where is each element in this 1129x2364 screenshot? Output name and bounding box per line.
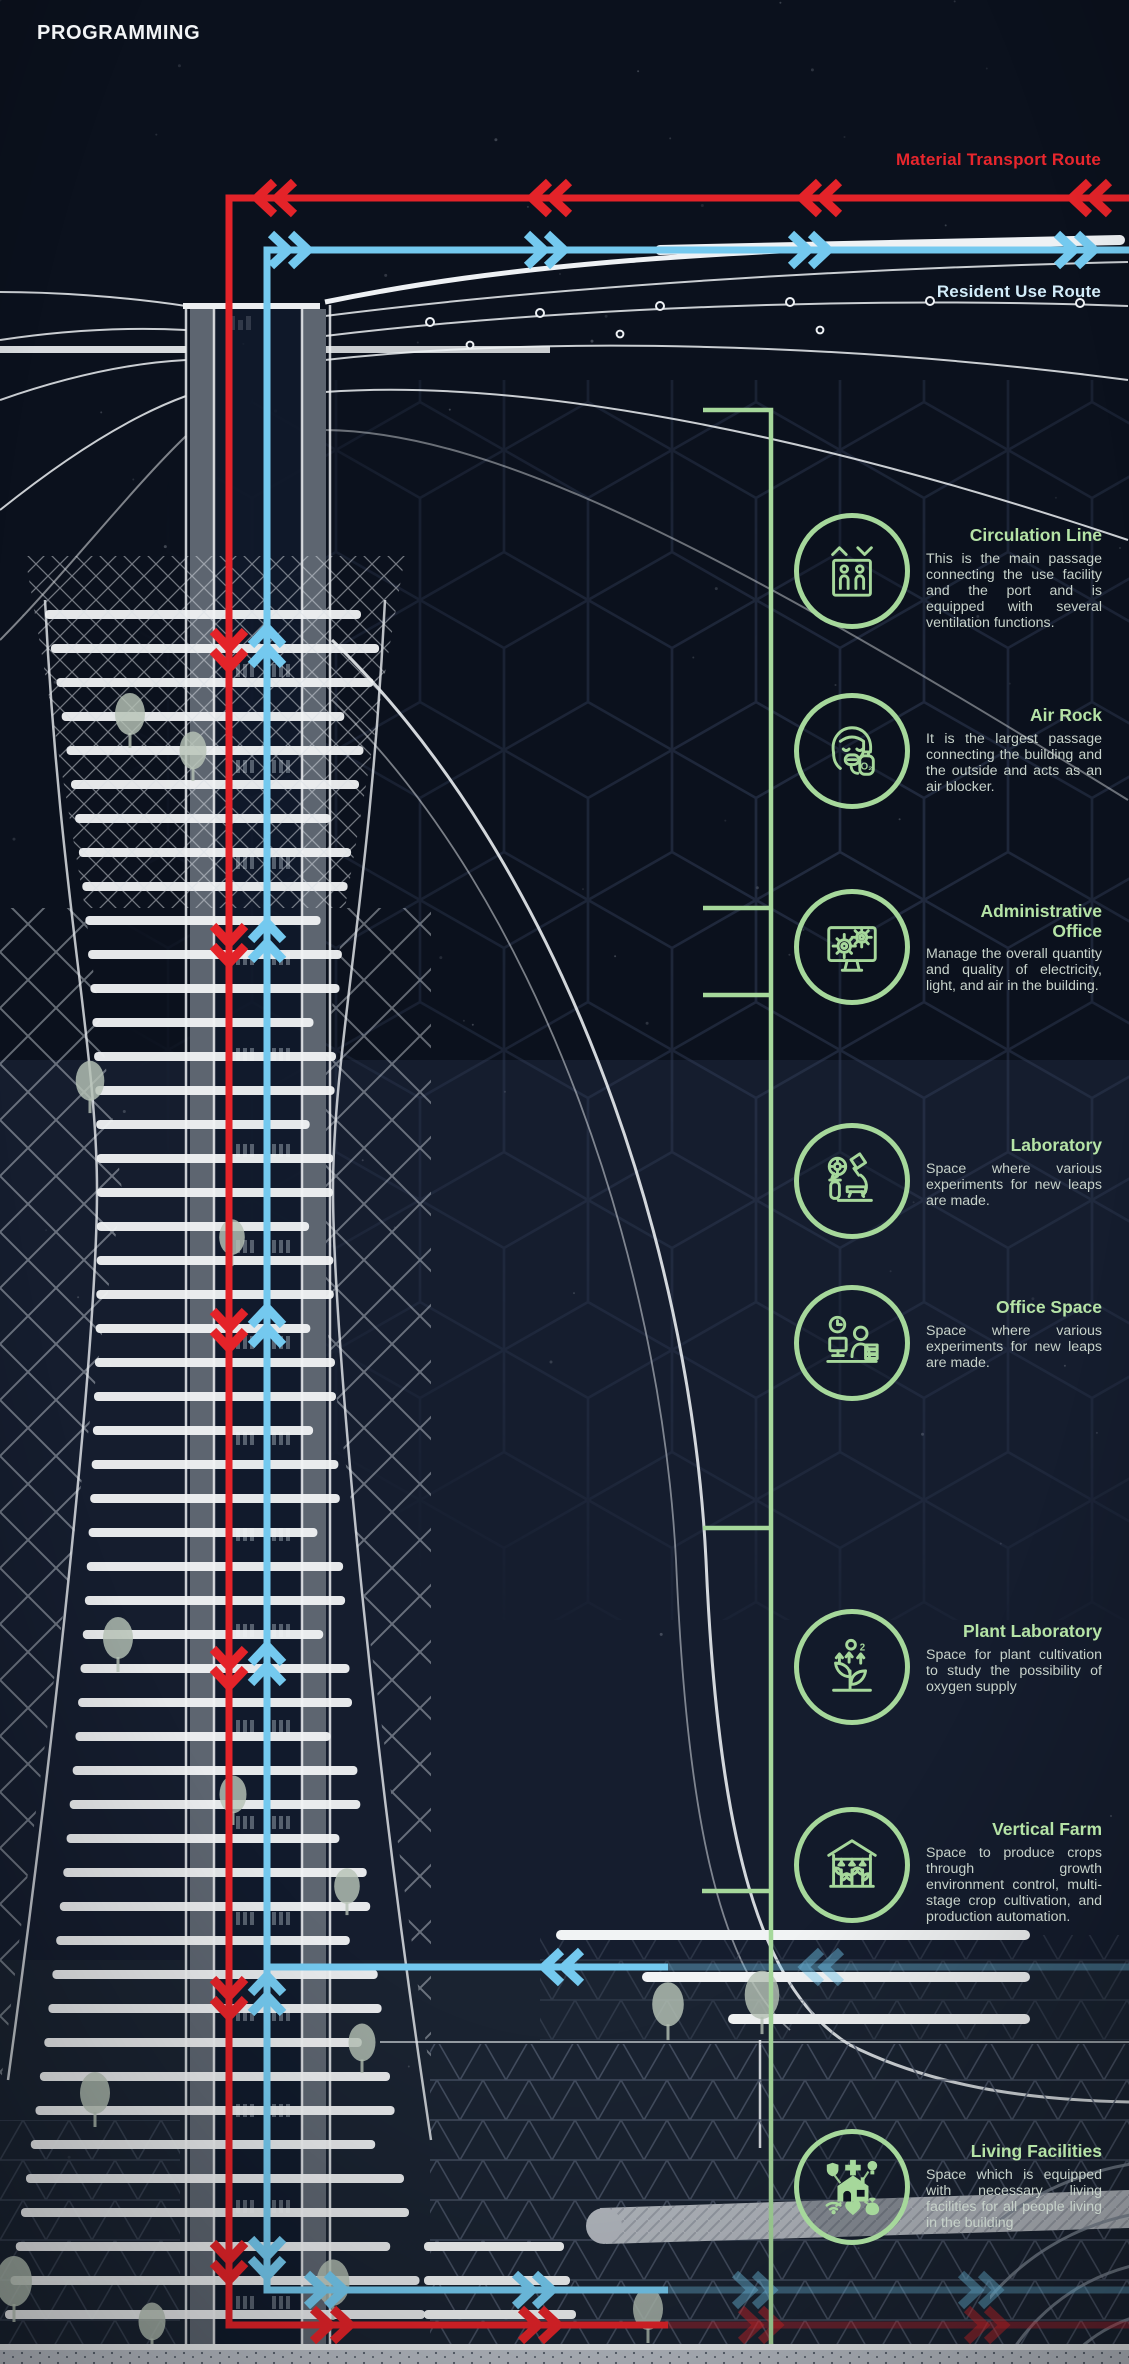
desk-worker-icon — [794, 1285, 910, 1401]
section-office-space: Office Space Space where various experim… — [794, 1285, 1114, 1401]
section-description: Space for plant cultivation to study the… — [926, 1646, 1102, 1695]
page-title: PROGRAMMING — [37, 22, 201, 44]
smart-home-icon — [794, 2129, 910, 2245]
section-description: Space to produce crops through growth en… — [926, 1844, 1102, 1925]
section-title: Office Space — [995, 1297, 1102, 1317]
microscope-icon — [794, 1123, 910, 1239]
section-administrative-office: Administrative Office Manage the overall… — [794, 889, 1114, 1005]
section-description: Space where various experiments for new … — [926, 1322, 1102, 1371]
section-title: Circulation Line — [969, 525, 1102, 545]
section-title: Air Rock — [1030, 705, 1102, 725]
section-description: This is the main passage connecting the … — [926, 550, 1102, 631]
svg-text:2: 2 — [860, 1643, 865, 1654]
section-plant-laboratory: 2 Plant Laboratory Space for plant culti… — [794, 1609, 1114, 1725]
greenhouse-icon — [794, 1807, 910, 1923]
section-title: Laboratory — [1010, 1135, 1102, 1155]
section-air-rock: O₂ Air Rock It is the largest passage co… — [794, 693, 1114, 809]
section-title: Vertical Farm — [992, 1819, 1102, 1839]
monitor-gears-icon — [794, 889, 910, 1005]
elevator-icon — [794, 513, 910, 629]
section-vertical-farm: Vertical Farm Space to produce crops thr… — [794, 1807, 1114, 1925]
svg-text:O₂: O₂ — [861, 761, 873, 772]
section-description: Space which is equipped with necessary l… — [926, 2166, 1102, 2231]
section-title: Plant Laboratory — [962, 1621, 1102, 1641]
section-circulation-line: Circulation Line This is the main passag… — [794, 513, 1114, 631]
section-laboratory: Laboratory Space where various experimen… — [794, 1123, 1114, 1239]
section-living-facilities: Living Facilities Space which is equippe… — [794, 2129, 1114, 2245]
section-description: It is the largest passage connecting the… — [926, 730, 1102, 795]
material-route-label: Material Transport Route — [895, 150, 1101, 169]
section-title: Living Facilities — [970, 2141, 1102, 2161]
section-title: Administrative Office — [980, 901, 1102, 941]
resident-route-label: Resident Use Route — [936, 282, 1101, 301]
oxygen-mask-icon: O₂ — [794, 693, 910, 809]
plant-oxygen-icon: 2 — [794, 1609, 910, 1725]
section-description: Space where various experiments for new … — [926, 1160, 1102, 1209]
section-description: Manage the overall quantity and quality … — [926, 946, 1102, 995]
